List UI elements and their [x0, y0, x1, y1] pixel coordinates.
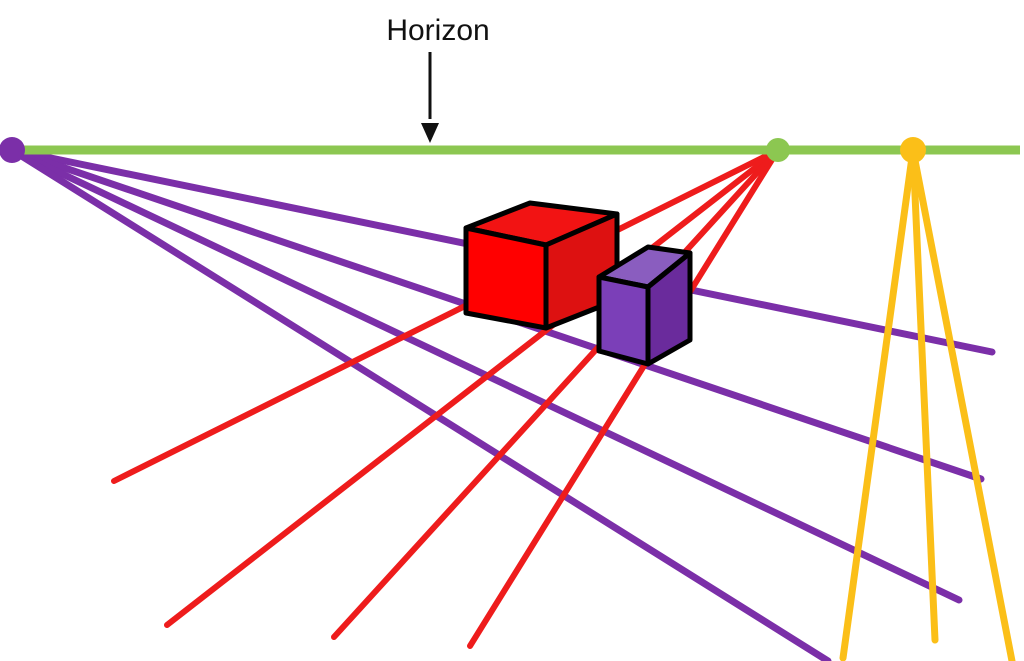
purple-box-right-face: [645, 250, 693, 367]
purple-box-left-face: [596, 274, 651, 367]
purple-box: [596, 244, 693, 367]
orange-perspective-rays: [839, 146, 1016, 661]
red-ray-3: [467, 147, 781, 649]
arrow-head-icon: [421, 123, 439, 143]
red-box-left-face: [463, 225, 549, 331]
red-ray-0: [111, 147, 781, 484]
red-ray-2: [331, 147, 781, 640]
perspective-boxes: [463, 200, 693, 367]
vanishing-point-left: [0, 137, 25, 163]
vanishing-point-right: [900, 137, 926, 163]
red-ray-1: [164, 147, 781, 628]
red-perspective-rays: [111, 147, 781, 649]
red-box: [463, 200, 620, 331]
horizon-label: Horizon: [386, 14, 489, 47]
orange-ray-0: [839, 146, 917, 661]
purple-ray-3: [8, 146, 832, 661]
horizon-arrow: [421, 52, 439, 143]
vanishing-point-center: [766, 138, 790, 162]
orange-ray-1: [909, 146, 939, 644]
vanishing-points: [0, 137, 926, 163]
orange-ray-2: [909, 146, 1016, 661]
